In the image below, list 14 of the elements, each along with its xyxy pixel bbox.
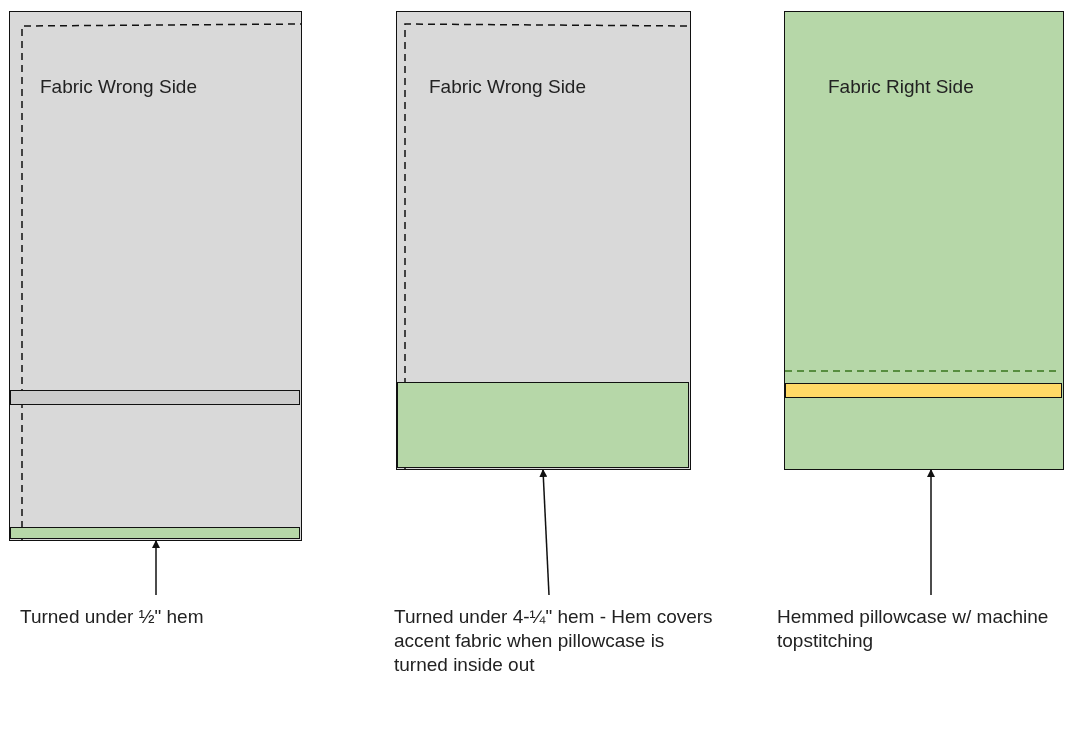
fold-band — [10, 389, 300, 405]
hem-strip — [10, 526, 300, 539]
panel-label: Fabric Right Side — [828, 76, 974, 98]
leader-arrow — [152, 540, 160, 596]
accent-strip — [785, 382, 1062, 398]
leader-arrow — [539, 469, 550, 596]
panel-label: Fabric Wrong Side — [40, 76, 197, 98]
panel-label: Fabric Wrong Side — [429, 76, 586, 98]
caption-text: Turned under ½" hem — [20, 605, 320, 629]
caption-text: Hemmed pillowcase w/ machine topstitching — [777, 605, 1062, 653]
fabric-panel — [784, 11, 1064, 470]
caption-text: Turned under 4-¼" hem - Hem covers accent fabric when pillowcase is turned inside out — [394, 605, 714, 677]
leader-arrow — [927, 469, 935, 596]
hem-band — [397, 381, 689, 468]
